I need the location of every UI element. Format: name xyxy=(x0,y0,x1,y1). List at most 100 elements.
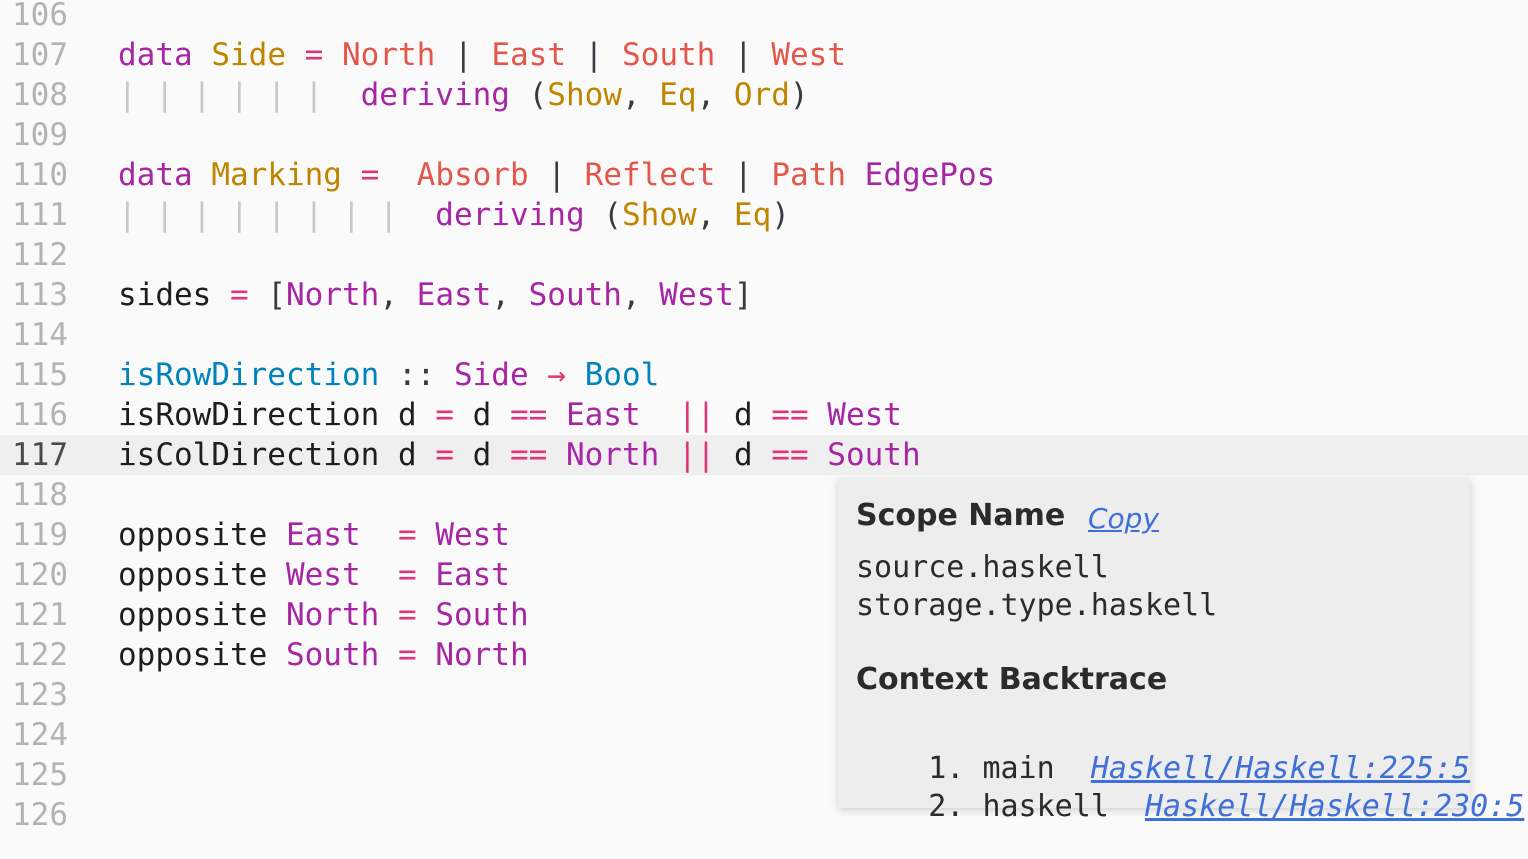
code-token: || xyxy=(677,397,716,433)
code-token xyxy=(547,397,566,433)
code-token: East xyxy=(491,37,566,73)
code-token: d xyxy=(715,437,772,473)
code-token: South xyxy=(827,437,921,473)
code-line[interactable]: 111| | | | | | | | deriving (Show, Eq) xyxy=(0,195,1528,235)
line-number: 124 xyxy=(12,717,68,753)
code-token: East xyxy=(416,277,492,313)
code-token: Show xyxy=(547,77,622,113)
line-number: 112 xyxy=(12,237,68,273)
code-line[interactable]: 126 xyxy=(0,795,1528,835)
code-token: = xyxy=(435,397,454,433)
code-token xyxy=(566,157,585,193)
code-token: West xyxy=(827,397,902,433)
code-token: Marking xyxy=(211,157,342,193)
line-number: 119 xyxy=(12,517,68,553)
backtrace-link[interactable]: Haskell/Haskell:225:5 xyxy=(1090,751,1471,786)
code-token xyxy=(417,637,436,673)
code-text: isRowDirection d = d == East || d == Wes… xyxy=(118,395,902,435)
code-token: | xyxy=(547,157,566,193)
code-token: Reflect xyxy=(584,157,716,193)
code-line[interactable]: 106 xyxy=(0,0,1528,35)
code-token: data xyxy=(118,37,193,73)
scope-name-item: source.haskell xyxy=(856,550,1109,585)
code-token xyxy=(211,277,230,313)
code-token: :: xyxy=(397,357,436,393)
code-line[interactable]: 124 xyxy=(0,715,1528,755)
code-token: | xyxy=(734,37,753,73)
code-token: = xyxy=(397,517,417,553)
code-token: = xyxy=(304,37,324,73)
line-number: 109 xyxy=(12,117,68,153)
code-token xyxy=(529,357,548,393)
line-number: 125 xyxy=(12,757,68,793)
code-line[interactable]: 112 xyxy=(0,235,1528,275)
code-token xyxy=(417,517,436,553)
code-token: West xyxy=(659,277,734,313)
code-token: isColDirection xyxy=(118,437,380,473)
copy-link[interactable]: Copy xyxy=(1088,502,1160,535)
code-token: , xyxy=(696,77,734,113)
code-token xyxy=(379,357,398,393)
code-token: → xyxy=(547,357,566,393)
code-text: data Side = North | East | South | West xyxy=(118,35,846,75)
code-token: isRowDirection xyxy=(118,397,380,433)
backtrace-index: 2. xyxy=(928,789,965,824)
code-token: [ xyxy=(248,277,286,313)
code-token: = xyxy=(230,277,249,313)
code-token: ) xyxy=(789,77,809,113)
line-number: 121 xyxy=(12,597,68,633)
line-number: 116 xyxy=(12,397,68,433)
code-token: isRowDirection xyxy=(118,357,380,393)
code-line[interactable]: 109 xyxy=(0,115,1528,155)
backtrace-item: 1. main Haskell/Haskell:225:5 xyxy=(856,716,1470,821)
code-line[interactable]: 108| | | | | | deriving (Show, Eq, Ord) xyxy=(0,75,1528,115)
code-token: opposite xyxy=(118,557,268,593)
code-token: || xyxy=(677,437,716,473)
code-token xyxy=(379,597,398,633)
code-text: opposite South = North xyxy=(118,635,529,675)
code-token: ( xyxy=(509,77,548,113)
code-line[interactable]: 125 xyxy=(0,755,1528,795)
code-token: = xyxy=(397,557,417,593)
line-number: 110 xyxy=(12,157,68,193)
code-token: | xyxy=(733,157,753,193)
code-token xyxy=(193,157,212,193)
code-token: Path xyxy=(771,157,846,193)
code-line[interactable]: 114 xyxy=(0,315,1528,355)
code-token xyxy=(566,357,585,393)
code-text: isRowDirection :: Side → Bool xyxy=(118,355,659,395)
code-token xyxy=(566,37,585,73)
code-token xyxy=(529,157,548,193)
code-token: North xyxy=(285,597,380,633)
code-token: | xyxy=(454,37,473,73)
line-number: 113 xyxy=(12,277,68,313)
code-token xyxy=(809,437,828,473)
code-line[interactable]: 118 xyxy=(0,475,1528,515)
scope-popup: Scope Name Copy source.haskell storage.t… xyxy=(838,478,1524,824)
code-token: EdgePos xyxy=(864,157,996,193)
code-line[interactable]: 116 isRowDirection d = d == East || d == … xyxy=(0,395,1528,435)
code-token: West xyxy=(435,517,510,553)
code-token: Bool xyxy=(584,357,660,393)
code-text: opposite West = East xyxy=(118,555,510,595)
code-token xyxy=(435,37,454,73)
code-token xyxy=(603,37,622,73)
code-token: East xyxy=(285,517,361,553)
code-token: deriving xyxy=(435,197,585,233)
backtrace-link[interactable]: Haskell/Haskell:230:5 xyxy=(1145,789,1525,824)
code-token: d xyxy=(453,437,510,473)
code-token xyxy=(473,37,492,73)
code-line[interactable]: 123 xyxy=(0,675,1528,715)
code-token: East xyxy=(565,397,641,433)
backtrace-context: haskell xyxy=(982,789,1109,824)
